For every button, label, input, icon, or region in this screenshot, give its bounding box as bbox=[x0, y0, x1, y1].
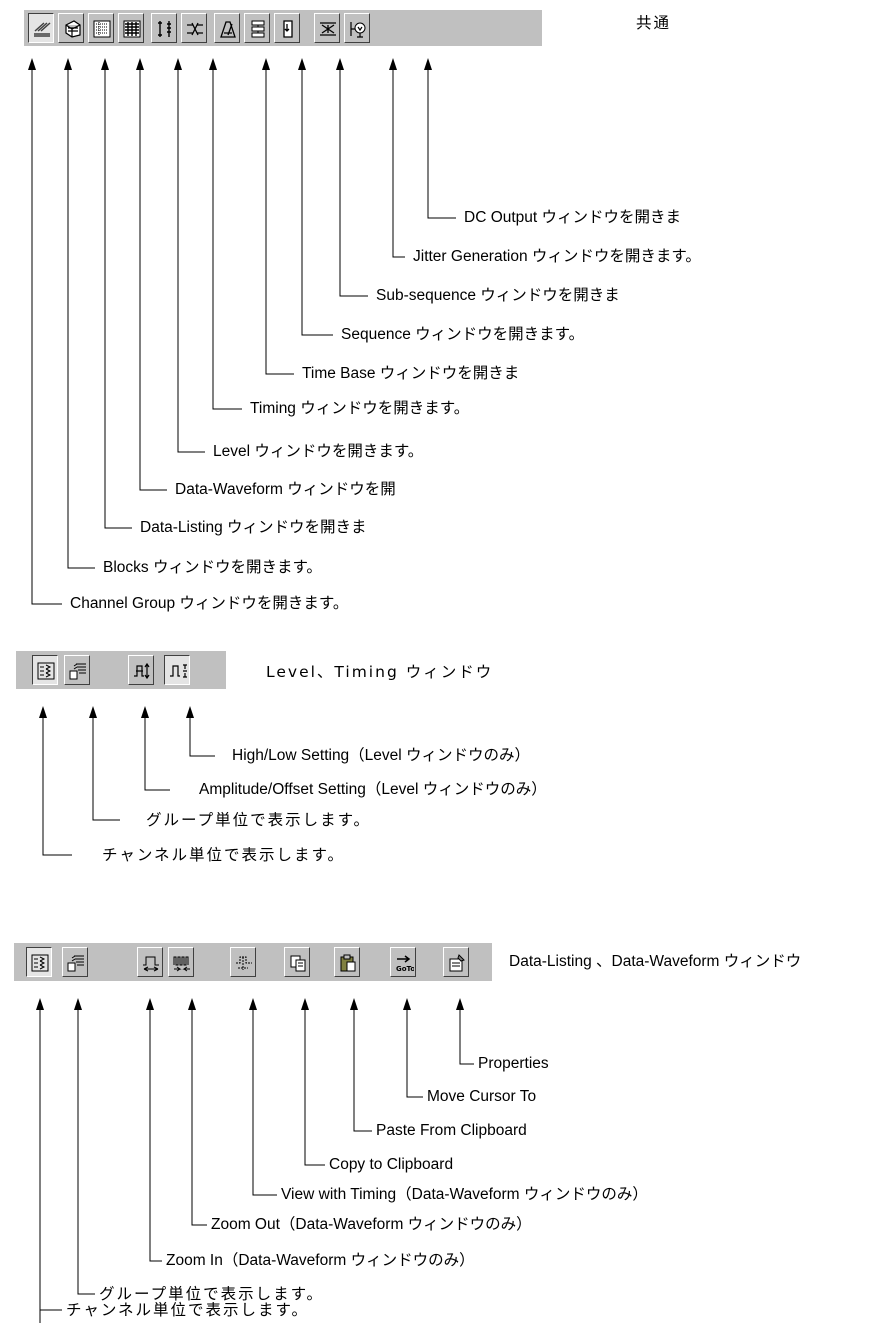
label-time-base: Time Base ウィンドウを開きま bbox=[302, 365, 520, 382]
sub-sequence-button[interactable] bbox=[274, 13, 300, 43]
group-view-button-2[interactable] bbox=[62, 947, 88, 977]
channel-view-button[interactable] bbox=[32, 655, 58, 685]
label-group-view-2: グループ単位で表示します。 bbox=[99, 1285, 325, 1303]
timing-icon bbox=[187, 22, 203, 36]
label-channel-view-2: チャンネル単位で表示します。 bbox=[66, 1301, 309, 1319]
amplitude-offset-button[interactable] bbox=[128, 655, 154, 685]
level-button[interactable] bbox=[151, 13, 177, 43]
channel-group-button[interactable] bbox=[28, 13, 54, 43]
copy-icon bbox=[290, 955, 306, 972]
svg-text:GoTo: GoTo bbox=[396, 965, 414, 973]
label-data-listing: Data-Listing ウィンドウを開きま bbox=[140, 519, 367, 536]
copy-button[interactable] bbox=[284, 947, 310, 977]
metronome-icon bbox=[220, 21, 236, 38]
label-sub-sequence: Sub-sequence ウィンドウを開きま bbox=[376, 287, 620, 304]
label-jitter-generation: Jitter Generation ウィンドウを開きます。 bbox=[413, 248, 701, 265]
properties-icon bbox=[449, 954, 465, 972]
label-properties: Properties bbox=[478, 1055, 549, 1072]
label-group-view: グループ単位で表示します。 bbox=[146, 811, 372, 829]
amplitude-offset-icon bbox=[134, 662, 150, 680]
label-dc-output: DC Output ウィンドウを開きま bbox=[464, 209, 682, 226]
timing-button[interactable] bbox=[181, 13, 207, 43]
label-zoom-in: Zoom In（Data-Waveform ウィンドウのみ） bbox=[166, 1252, 475, 1269]
data-listing-icon bbox=[93, 20, 111, 38]
zoom-in-button[interactable] bbox=[137, 947, 163, 977]
label-move-cursor-to: Move Cursor To bbox=[427, 1088, 537, 1105]
level-icon bbox=[158, 21, 171, 37]
label-paste-from-clipboard: Paste From Clipboard bbox=[376, 1122, 527, 1139]
data-waveform-icon bbox=[123, 20, 141, 38]
label-sequence: Sequence ウィンドウを開きます。 bbox=[341, 326, 585, 343]
zoom-out-button[interactable] bbox=[168, 947, 194, 977]
label-view-with-timing: View with Timing（Data-Waveform ウィンドウのみ） bbox=[281, 1186, 648, 1203]
label-copy-to-clipboard: Copy to Clipboard bbox=[329, 1156, 454, 1173]
time-base-button[interactable] bbox=[214, 13, 240, 43]
zoom-out-icon bbox=[173, 956, 190, 972]
section1-title: 共通 bbox=[636, 14, 672, 32]
section3-title: Data-Listing 、Data-Waveform ウィンドウ bbox=[509, 953, 802, 970]
blocks-button[interactable] bbox=[58, 13, 84, 43]
group-view-icon bbox=[69, 663, 86, 680]
channel-group-icon bbox=[34, 22, 51, 37]
jitter-generation-button[interactable] bbox=[314, 13, 340, 43]
data-waveform-button[interactable] bbox=[118, 13, 144, 43]
label-zoom-out: Zoom Out（Data-Waveform ウィンドウのみ） bbox=[211, 1216, 532, 1233]
label-blocks: Blocks ウィンドウを開きます。 bbox=[103, 559, 322, 576]
label-high-low: High/Low Setting（Level ウィンドウのみ） bbox=[232, 747, 531, 764]
sequence-icon bbox=[251, 20, 265, 38]
channel-view-icon bbox=[31, 954, 49, 972]
properties-button[interactable] bbox=[443, 947, 469, 977]
label-channel-view: チャンネル単位で表示します。 bbox=[102, 846, 345, 864]
channel-view-button-2[interactable] bbox=[26, 947, 52, 977]
sub-sequence-icon bbox=[283, 20, 293, 38]
label-level: Level ウィンドウを開きます。 bbox=[213, 443, 424, 460]
paste-button[interactable] bbox=[334, 947, 360, 977]
data-listing-button[interactable] bbox=[88, 13, 114, 43]
view-with-timing-icon bbox=[236, 956, 252, 970]
jitter-icon bbox=[320, 22, 336, 36]
sequence-button[interactable] bbox=[244, 13, 270, 43]
paste-icon bbox=[340, 954, 356, 972]
zoom-in-icon bbox=[143, 956, 159, 972]
high-low-icon bbox=[170, 664, 187, 678]
high-low-button[interactable] bbox=[164, 655, 190, 685]
group-view-button[interactable] bbox=[64, 655, 90, 685]
label-channel-group: Channel Group ウィンドウを開きます。 bbox=[70, 595, 349, 612]
view-with-timing-button[interactable] bbox=[230, 947, 256, 977]
dc-output-icon bbox=[350, 22, 366, 38]
goto-icon: GoTo bbox=[396, 955, 414, 973]
label-amplitude-offset: Amplitude/Offset Setting（Level ウィンドウのみ） bbox=[199, 781, 547, 798]
blocks-icon bbox=[65, 20, 81, 38]
label-timing: Timing ウィンドウを開きます。 bbox=[250, 400, 470, 417]
group-view-icon bbox=[67, 955, 84, 972]
dc-output-button[interactable] bbox=[344, 13, 370, 43]
channel-view-icon bbox=[37, 662, 55, 680]
section2-title: Level、Timing ウィンドウ bbox=[266, 663, 494, 681]
label-data-waveform: Data-Waveform ウィンドウを開 bbox=[175, 481, 396, 498]
move-cursor-to-button[interactable]: GoTo bbox=[390, 947, 416, 977]
